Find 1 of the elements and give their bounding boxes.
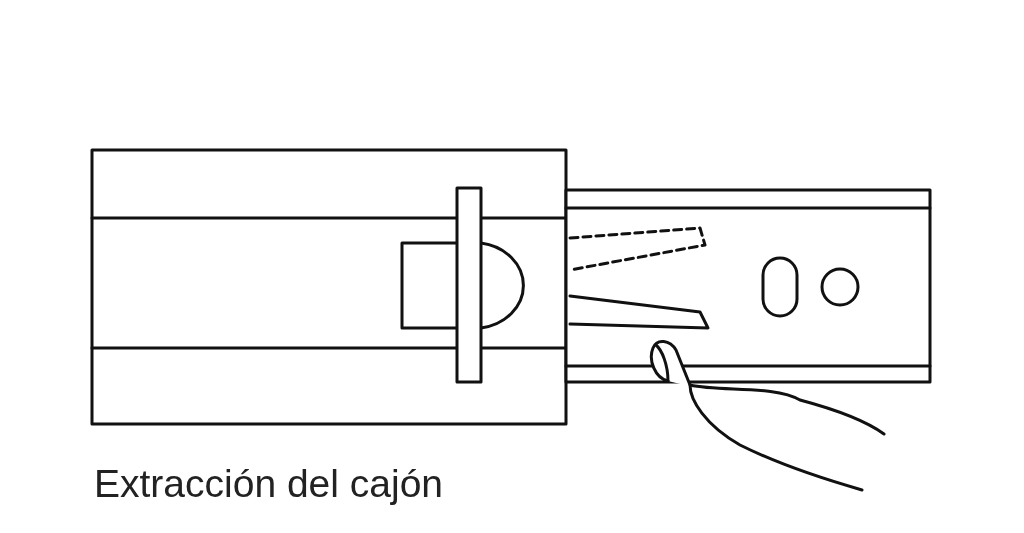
caption: Extracción del cajón [94, 462, 444, 506]
